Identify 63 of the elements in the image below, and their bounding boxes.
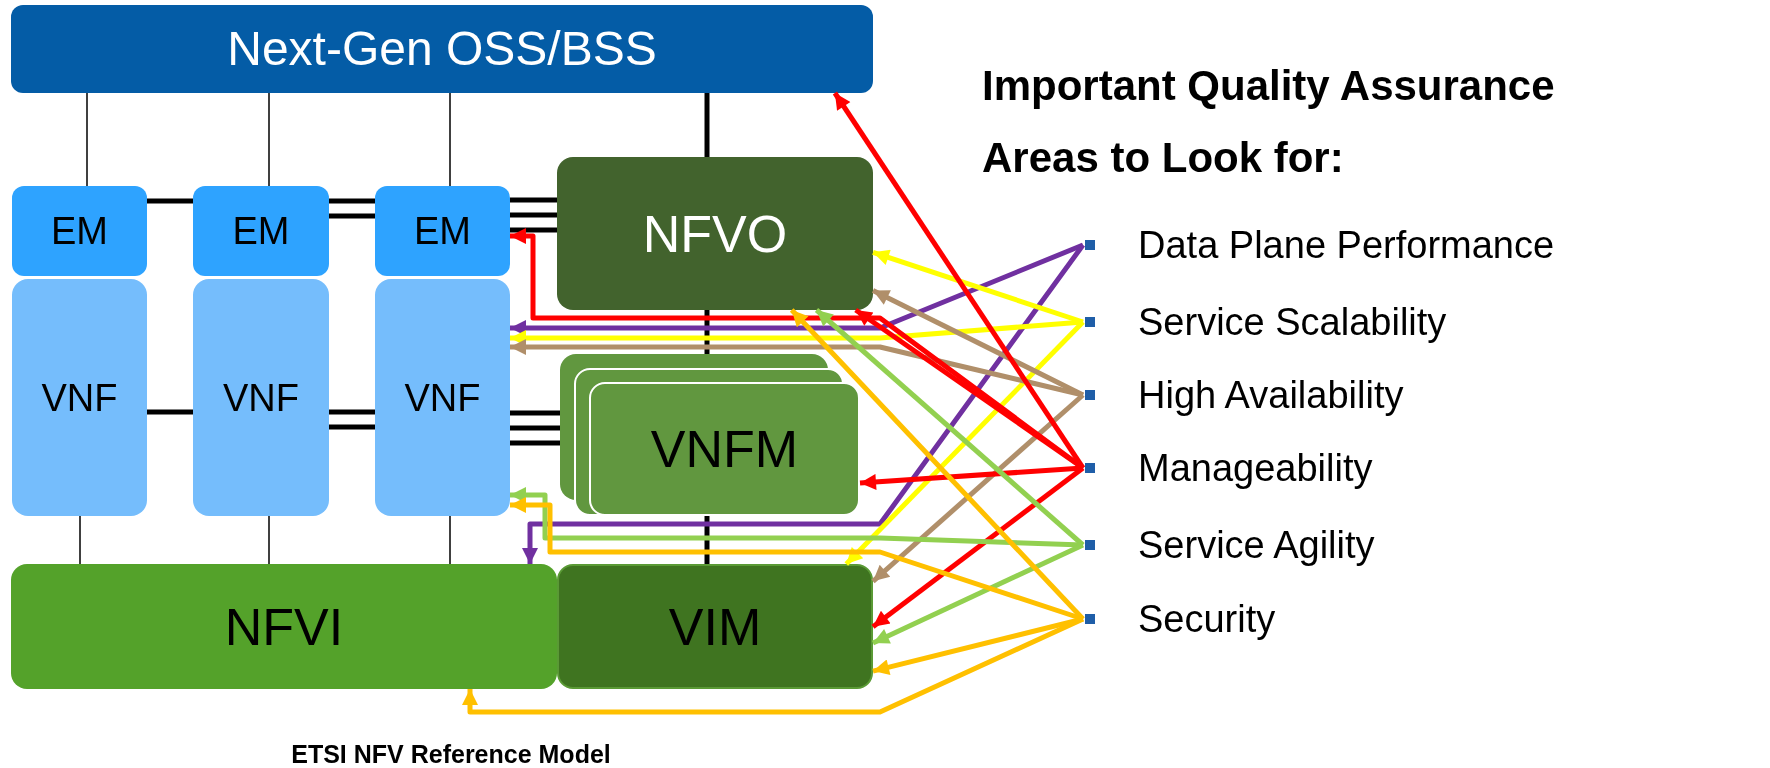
arrow [510,339,1084,398]
list-item-text: High Availability [1138,376,1404,414]
box-label: EM [51,212,108,250]
box-label: EM [414,212,471,250]
arrow [844,320,1085,566]
manager-box [557,564,873,689]
connector-line [510,212,557,218]
box-label: VNFM [650,423,799,475]
connector-line [510,197,557,203]
connector-line [147,409,193,415]
arrow [871,542,1085,646]
orchestrator-box [557,157,873,310]
list-item-text: Data Plane Performance [1138,226,1555,264]
manager-box [12,186,147,276]
list-item-text: Service Scalability [1138,303,1447,341]
stacked-manager-box [560,354,860,516]
arrow [789,308,1085,621]
arrow [832,91,1086,470]
box-label: VIM [668,600,762,653]
manager-box [375,186,510,276]
connector-line [268,515,270,565]
infrastructure-bar [11,564,557,689]
list-item-text: Service Agility [1138,526,1375,564]
function-box [12,279,147,516]
connector-line [329,198,375,204]
arrow [522,243,1086,564]
connector-line [329,213,375,219]
connector-line [510,440,560,446]
box-label: Next-Gen OSS/BSS [227,25,657,73]
arrow [510,497,1084,622]
arrow [871,466,1085,629]
connector-line [86,92,88,187]
connector-line [147,198,193,204]
box-label: VNF [404,378,481,417]
function-box [375,279,510,516]
box-label: EM [232,212,290,250]
connector-line [449,515,451,565]
manager-box [193,186,329,276]
list-item-text: Security [1138,600,1276,638]
connector-line [268,92,270,187]
connector-line [704,310,710,354]
connector-line [510,425,560,431]
arrow [510,242,1084,336]
connector-line [510,410,560,416]
connector-line [510,227,557,233]
caption: ETSI NFV Reference Model [290,739,612,768]
connector-line [329,409,375,415]
arrow [871,393,1085,584]
box-label: VNF [41,378,118,417]
system-bar [11,5,873,93]
connector-line [704,516,710,564]
connector-line [79,515,81,565]
connector-line [704,93,710,157]
arrow [814,308,1085,547]
box-label: NFVO [642,207,788,260]
box-label: NFVI [224,600,344,653]
connector-line [449,92,451,187]
heading: Important Quality Assurance Areas to Look for: [982,61,1556,183]
arrow [872,616,1084,675]
function-box [193,279,329,516]
connector-line [329,424,375,430]
list-item-text: Manageability [1138,449,1373,487]
box-label: VNF [223,378,299,417]
